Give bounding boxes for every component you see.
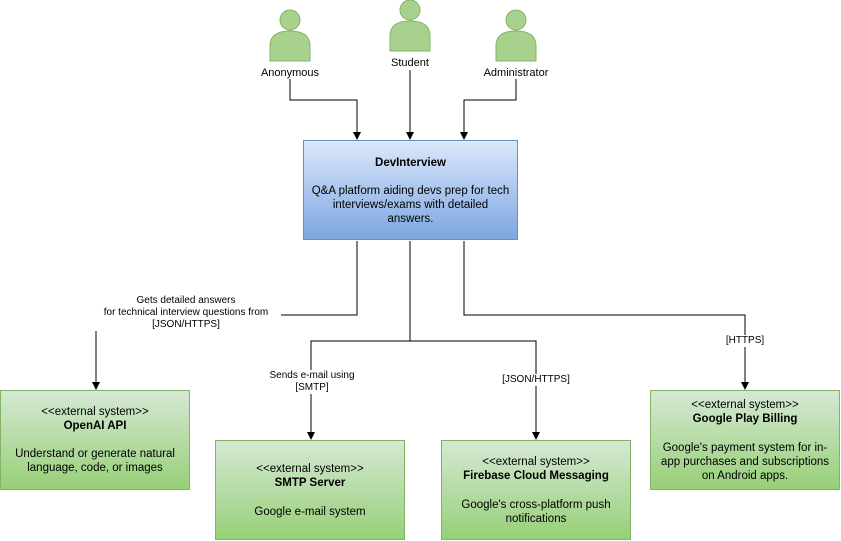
edge-label-openai: Gets detailed answers for technical inte… [91, 295, 281, 331]
actor-label: Administrator [483, 67, 549, 79]
stereotype-label: <<external system>> [691, 399, 799, 411]
system-devinterview[interactable]: DevInterview Q&A platform aiding devs pr… [303, 140, 518, 240]
description-line: Google's cross-platform push [461, 499, 611, 511]
system-title: DevInterview [375, 157, 446, 169]
external-system-title: OpenAI API [63, 420, 127, 432]
edge-system-to-fcm [410, 340, 540, 440]
description-line: Google's payment system for in- [662, 442, 828, 454]
external-system-description: Google e-mail system [216, 505, 404, 519]
actor-student: Student [360, 0, 460, 73]
edge-label-line: [HTTPS] [725, 335, 765, 346]
edge-label-line: Gets detailed answers [136, 295, 236, 306]
external-system-title: SMTP Server [274, 477, 346, 489]
edge-label-line: for technical interview questions from [103, 307, 269, 318]
edge-anonymous-to-system [289, 79, 361, 140]
person-icon [495, 9, 537, 62]
person-icon [389, 0, 431, 52]
actor-label: Student [391, 57, 429, 69]
edge-administrator-to-system [460, 79, 517, 140]
external-system-title: Firebase Cloud Messaging [463, 470, 609, 482]
external-system-fcm[interactable]: <<external system>> Firebase Cloud Messa… [441, 440, 631, 540]
description-line: Understand or generate natural [15, 448, 175, 460]
edge-system-to-billing [463, 241, 749, 390]
stereotype-label: <<external system>> [482, 456, 590, 468]
description-line: on Android apps. [701, 470, 789, 482]
edge-label-line: [JSON/HTTPS] [152, 319, 220, 330]
actor-administrator: Administrator [466, 8, 566, 83]
external-system-openai[interactable]: <<external system>> OpenAI API Understan… [0, 390, 190, 490]
description-line: notifications [505, 513, 567, 525]
actor-anonymous: Anonymous [240, 8, 340, 83]
stereotype-label: <<external system>> [256, 463, 364, 475]
stereotype-label: <<external system>> [41, 406, 149, 418]
external-system-smtp[interactable]: <<external system>> SMTP Server Google e… [215, 440, 405, 540]
description-line: app purchases and subscriptions [660, 456, 830, 468]
system-description-line: interviews/exams with detailed [332, 199, 489, 211]
external-system-description: Google's payment system for in- app purc… [651, 441, 839, 483]
edge-label-line: [SMTP] [295, 382, 329, 393]
description-line: Google e-mail system [254, 506, 366, 518]
external-system-title: Google Play Billing [692, 413, 798, 425]
edge-label-line: Sends e-mail using [269, 370, 355, 381]
system-description-line: Q&A platform aiding devs prep for tech [311, 185, 510, 197]
system-description-line: answers. [387, 213, 434, 225]
edge-label-fcm: [JSON/HTTPS] [496, 374, 576, 386]
person-icon [269, 9, 311, 62]
external-system-description: Google's cross-platform push notificatio… [442, 498, 630, 526]
external-system-billing[interactable]: <<external system>> Google Play Billing … [650, 390, 840, 490]
edge-label-billing: [HTTPS] [722, 335, 768, 347]
external-system-description: Understand or generate natural language,… [1, 447, 189, 475]
actor-label: Anonymous [260, 67, 320, 79]
system-description: Q&A platform aiding devs prep for tech i… [304, 184, 517, 226]
edge-system-to-smtp [307, 241, 411, 440]
description-line: language, code, or images [27, 462, 163, 474]
edge-label-smtp: Sends e-mail using [SMTP] [262, 370, 362, 394]
edge-label-line: [JSON/HTTPS] [502, 374, 570, 385]
